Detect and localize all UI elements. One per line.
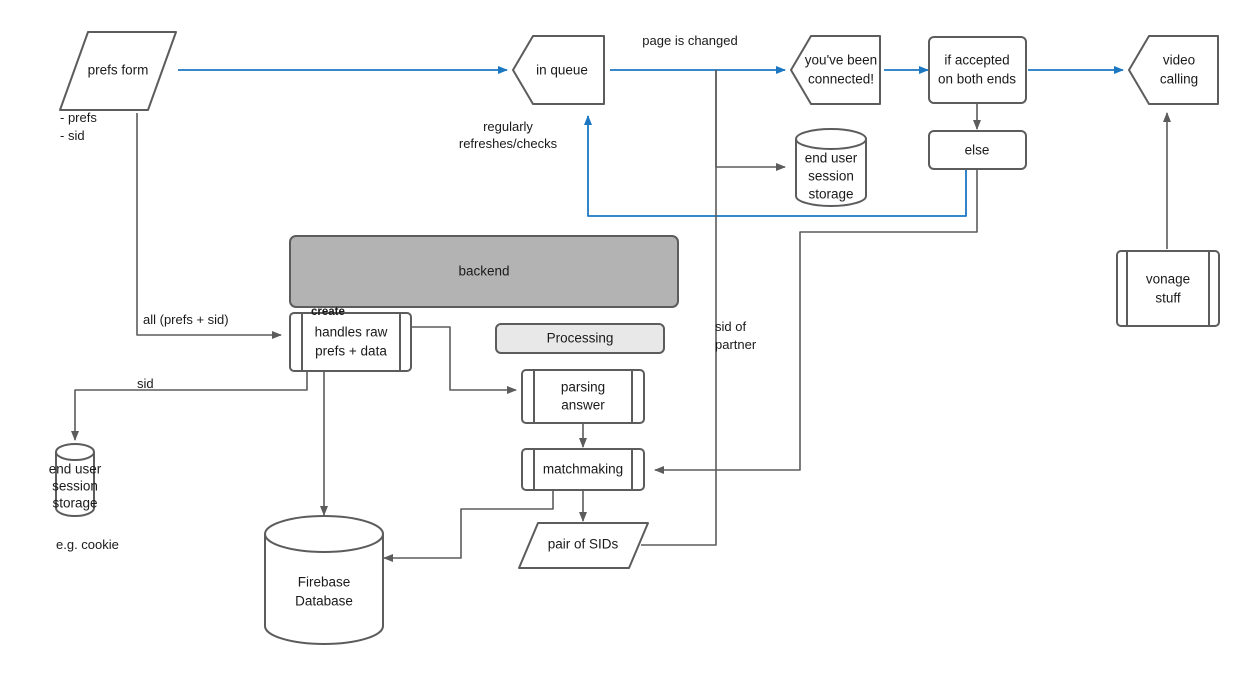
node-session-storage-top-line2: session — [808, 169, 854, 184]
node-session-storage-left-line1: end user — [49, 462, 102, 477]
node-session-storage-left-line3: storage — [52, 496, 97, 511]
edge-prefs-form-to-handles-raw — [136, 113, 282, 339]
node-parsing-answer[interactable]: parsing answer — [521, 369, 645, 424]
node-vonage-stuff[interactable]: vonage stuff — [1116, 250, 1220, 327]
label-sid-of-partner-line2: partner — [715, 337, 757, 352]
edge-else-feedback-to-in-queue — [584, 115, 967, 217]
node-if-accepted[interactable]: if accepted on both ends — [928, 36, 1027, 104]
label-prefs-note-line2: - sid — [60, 128, 85, 143]
label-prefs-note-line1: - prefs — [60, 110, 97, 125]
node-if-accepted-label-line2: on both ends — [938, 72, 1016, 87]
label-all-prefs-sid: all (prefs + sid) — [143, 312, 229, 327]
node-matchmaking[interactable]: matchmaking — [521, 448, 645, 491]
label-regularly-line1: regularly — [483, 119, 533, 134]
node-prefs-form[interactable]: prefs form — [59, 31, 177, 111]
node-backend[interactable]: backend — [289, 235, 679, 308]
edge-matchmaking-to-firebase — [383, 490, 554, 562]
node-parsing-answer-line2: answer — [561, 398, 605, 413]
node-pair-of-sids-label: pair of SIDs — [548, 537, 619, 552]
node-parsing-answer-line1: parsing — [561, 380, 605, 395]
node-video-calling-label-line1: video — [1163, 53, 1195, 68]
node-video-calling-label-line2: calling — [1160, 72, 1198, 87]
node-prefs-form-label: prefs form — [88, 63, 149, 78]
edge-else-to-matchmaking — [654, 169, 978, 474]
node-end-user-session-storage-top[interactable]: end user session storage — [795, 128, 867, 207]
node-handles-raw[interactable]: handles raw prefs + data — [289, 312, 412, 372]
label-create-text: create — [311, 306, 345, 318]
edge-queue-branch-to-session-storage — [715, 70, 786, 171]
edge-handles-raw-to-session-storage-left — [71, 371, 308, 441]
node-pair-of-sids[interactable]: pair of SIDs — [518, 522, 649, 569]
node-processing-label: Processing — [547, 331, 614, 346]
node-session-storage-left-line2: session — [52, 479, 98, 494]
node-handles-raw-line1: handles raw — [315, 325, 388, 340]
node-processing[interactable]: Processing — [495, 323, 665, 354]
node-end-user-session-storage-left[interactable]: end user session storage — [49, 443, 102, 517]
node-else[interactable]: else — [928, 130, 1027, 170]
node-connected-label-line2: connected! — [808, 72, 874, 87]
label-page-is-changed: page is changed — [642, 33, 737, 48]
label-regularly-line2: refreshes/checks — [459, 136, 558, 151]
node-matchmaking-label: matchmaking — [543, 462, 623, 477]
node-in-queue[interactable]: in queue — [512, 35, 605, 105]
edge-pair-of-sids-to-queue-line — [641, 70, 717, 546]
node-firebase-database-line1: Firebase — [298, 575, 351, 590]
node-in-queue-label: in queue — [536, 63, 588, 78]
node-youve-been-connected[interactable]: you've been connected! — [790, 35, 881, 105]
node-session-storage-top-line3: storage — [808, 187, 853, 202]
label-eg-cookie: e.g. cookie — [56, 537, 119, 552]
label-sid: sid — [137, 376, 154, 391]
node-video-calling[interactable]: video calling — [1128, 35, 1219, 105]
node-firebase-database-line2: Database — [295, 594, 353, 609]
node-handles-raw-line2: prefs + data — [315, 344, 387, 359]
node-else-label: else — [965, 143, 990, 158]
node-backend-label: backend — [458, 264, 509, 279]
label-sid-of-partner-line1: sid of — [715, 319, 746, 334]
node-connected-label-line1: you've been — [805, 53, 877, 68]
node-vonage-stuff-label-line2: stuff — [1155, 291, 1181, 306]
node-if-accepted-label-line1: if accepted — [944, 53, 1009, 68]
node-firebase-database[interactable]: Firebase Database — [264, 515, 384, 645]
node-vonage-stuff-label-line1: vonage — [1146, 272, 1190, 287]
edge-handles-raw-to-parsing-answer — [412, 326, 517, 394]
node-session-storage-top-line1: end user — [805, 151, 858, 166]
